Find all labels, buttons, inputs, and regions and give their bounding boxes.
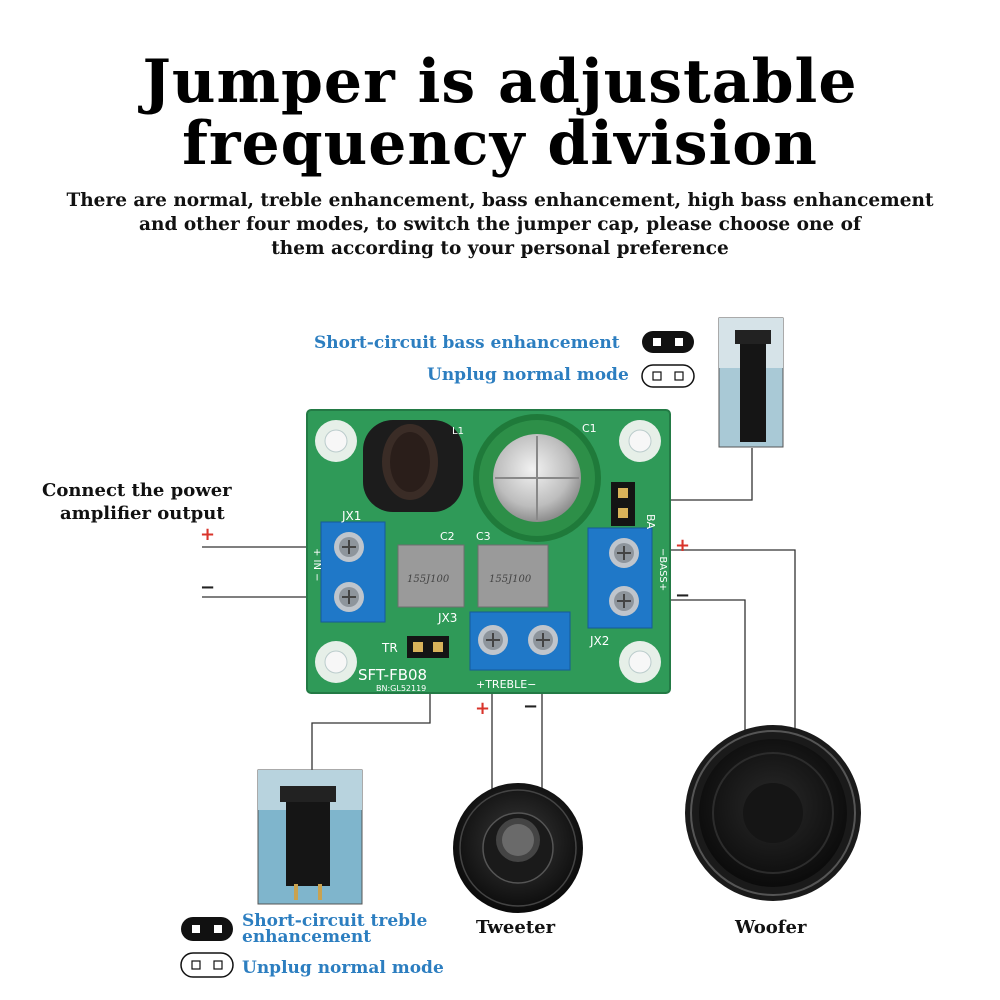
treble-short-label-line-1: Short-circuit treble — [242, 911, 428, 931]
treble-minus-sign: − — [523, 696, 539, 717]
tweeter-speaker — [453, 783, 583, 913]
legend-treble-shorted-chip — [181, 917, 233, 941]
legend-treble-open-chip — [180, 952, 234, 978]
mounting-holes — [315, 420, 661, 683]
treble-unplug-label: Unplug normal mode — [242, 958, 444, 978]
bass-jumper-photo — [718, 317, 784, 448]
input-label-line-2: amplifier output — [60, 503, 225, 524]
pcb-label-c3: C3 — [476, 530, 491, 543]
subtitle-line-3: them according to your personal preferen… — [271, 238, 729, 259]
input-plus-sign: + — [200, 524, 216, 545]
film-capacitors — [397, 544, 549, 608]
pcb-label-jx3: JX3 — [437, 611, 457, 625]
subtitle-line-2: and other four modes, to switch the jump… — [139, 214, 861, 235]
treble-plus-sign: + — [475, 698, 491, 719]
pcb-label-tr: TR — [381, 641, 398, 655]
treble-short-label-line-2: enhancement — [242, 927, 372, 947]
pcb-label-jx2: JX2 — [589, 634, 609, 648]
bass-plus-sign: + — [675, 535, 691, 556]
treble-jumper-photo — [257, 769, 363, 905]
bass-unplug-label: Unplug normal mode — [427, 365, 629, 385]
cap-code-2: 155J100 — [489, 574, 532, 585]
pcb-label-jx1: JX1 — [341, 509, 361, 523]
pcb-model: SFT-FB08 — [358, 666, 427, 684]
terminal-jx1 — [320, 521, 386, 623]
pcb-batch: BN:GL52119 — [376, 684, 426, 693]
terminal-jx2 — [587, 527, 653, 629]
pcb-bass-label: −BASS+ — [657, 548, 668, 591]
bass-short-label: Short-circuit bass enhancement — [314, 333, 620, 353]
woofer-speaker — [685, 725, 861, 901]
subtitle-line-1: There are normal, treble enhancement, ba… — [66, 190, 934, 211]
wires — [202, 448, 796, 790]
pcb-label-c1: C1 — [582, 422, 597, 435]
pcb-treble-label: +TREBLE− — [476, 678, 536, 691]
capacitor-c1 — [473, 414, 601, 542]
pcb-label-ba: BA — [644, 514, 657, 530]
page-title-line-1: Jumper is adjustable — [142, 47, 858, 117]
input-label-line-1: Connect the power — [42, 480, 232, 501]
woofer-label: Woofer — [735, 917, 807, 938]
page-title-line-2: frequency division — [182, 109, 818, 179]
treble-jumper-header — [407, 636, 449, 658]
bass-minus-sign: − — [675, 585, 691, 606]
terminal-jx3 — [469, 611, 571, 671]
cap-code-1: 155J100 — [407, 574, 450, 585]
pcb-label-c2: C2 — [440, 530, 455, 543]
bass-jumper-header — [611, 482, 635, 526]
inductor-l1 — [363, 420, 463, 512]
input-minus-sign: − — [200, 577, 216, 598]
pcb-in-label: + IN − — [311, 548, 322, 582]
legend-bass-shorted-chip — [642, 331, 694, 353]
legend-bass-open-chip — [641, 364, 695, 388]
crossover-pcb: JX1 JX2 JX3 C1 C2 C3 L1 155J100 155J100 … — [306, 409, 671, 694]
pcb-label-l1: L1 — [452, 426, 464, 437]
tweeter-label: Tweeter — [476, 917, 556, 938]
